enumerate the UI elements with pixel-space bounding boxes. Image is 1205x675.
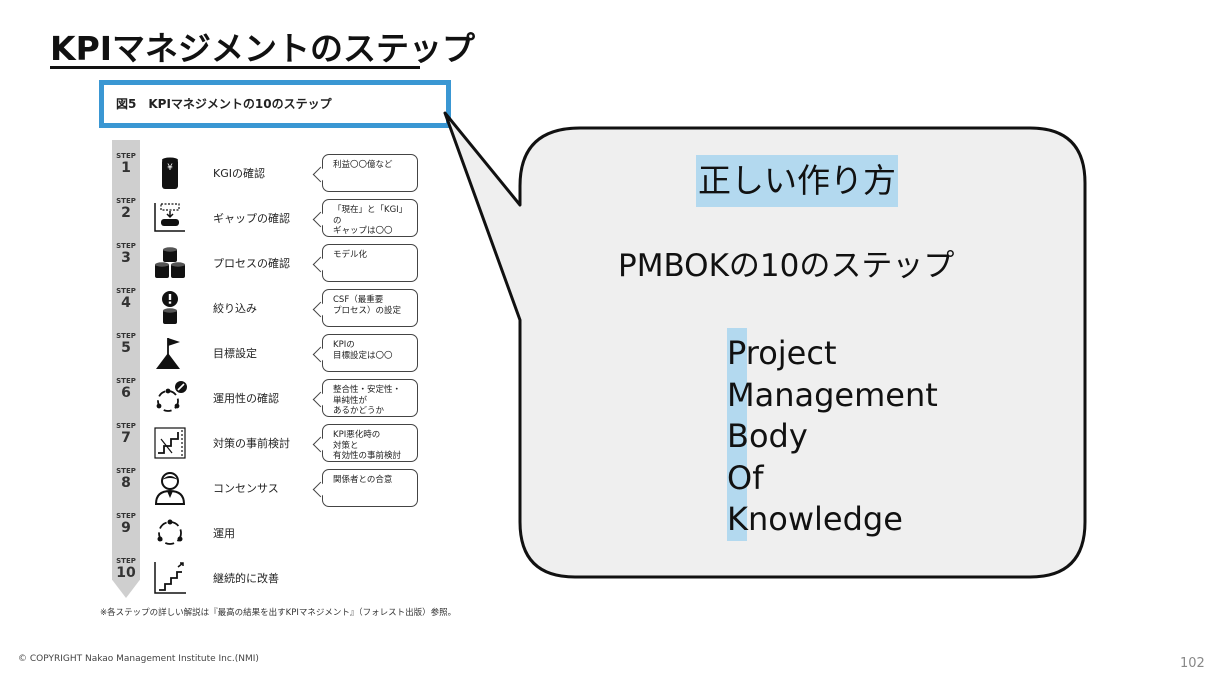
step-word: STEP [116,332,136,340]
step-row-4: STEP 4 絞り込み CSF（最重要 プロセス）の設定 [0,288,450,333]
step-number: 5 [121,340,131,356]
person-icon [154,472,186,505]
step-label: ギャップの確認 [213,212,290,225]
step-arrow [112,140,140,598]
acronym-list: Project Management Body Of Knowledge [727,333,938,541]
step-label: 運用性の確認 [213,392,279,405]
acronym-highlight [727,328,747,541]
step-row-5: STEP 5 目標設定 KPIの 目標設定は〇〇 [0,333,450,378]
page-number: 102 [1180,656,1205,671]
step-badge: STEP 7 [112,422,140,446]
acronym-word-of: Of [727,458,764,497]
step-word: STEP [116,152,136,160]
step-label: 継続的に改善 [213,572,279,585]
figure-footnote: ※各ステップの詳しい解説は『最高の結果を出すKPIマネジメント』（フォレスト出版… [100,608,457,618]
step-badge: STEP 2 [112,197,140,221]
step-note-text: CSF（最重要 プロセス）の設定 [333,295,402,316]
step-label: プロセスの確認 [213,257,290,270]
step-note: 「現在」と「KGI」の ギャップは〇〇 [322,199,418,237]
step-row-2: STEP 2 ギャップの確認 「現在」と「KGI」の ギャップは〇〇 [0,198,450,243]
acronym-word-body: Body [727,417,808,455]
step-badge: STEP 5 [112,332,140,356]
step-note: KPI悪化時の 対策と 有効性の事前検討 [322,424,418,462]
step-note-text: KPI悪化時の 対策と 有効性の事前検討 [333,430,402,462]
svg-text:¥: ¥ [167,163,173,173]
step-word: STEP [116,287,136,295]
step-badge: STEP 10 [112,557,140,581]
step-note-text: 利益〇〇億など [333,160,393,170]
step-note-text: KPIの 目標設定は〇〇 [333,340,393,361]
step-word: STEP [116,197,136,205]
rising-stairs-icon [154,562,186,594]
cycle-icon [157,519,183,545]
flag-icon [156,338,180,369]
step-note: モデル化 [322,244,418,282]
step-label: 運用 [213,527,235,540]
step-badge: STEP 6 [112,377,140,401]
step-label: 対策の事前検討 [213,437,290,450]
step-number: 8 [121,475,131,491]
step-badge: STEP 3 [112,242,140,266]
acronym-word-management: Management [727,375,938,414]
step-word: STEP [116,557,136,565]
step-row-9: STEP 9 運用 [0,513,450,558]
step-note: KPIの 目標設定は〇〇 [322,334,418,372]
figure-caption-box: 図5 KPIマネジメントの10のステップ [99,80,451,128]
slide-title: KPIマネジメントのステップ [50,29,476,68]
step-note-text: 関係者との合意 [333,475,393,485]
step-note-text: 「現在」と「KGI」の ギャップは〇〇 [333,205,408,237]
copyright: © COPYRIGHT Nakao Management Institute I… [18,654,259,664]
step-number: 6 [121,385,131,401]
step-row-1: STEP 1 ¥ KGIの確認 利益〇〇億など [0,153,450,198]
countermeasure-stairs-icon [154,427,186,459]
money-bag-icon: ¥ [162,157,178,189]
step-badge: STEP 4 [112,287,140,311]
acronym-word-knowledge: Knowledge [727,500,903,538]
alert-cylinder-icon [162,291,178,324]
step-badge: STEP 1 [112,152,140,176]
step-label: コンセンサス [213,482,279,495]
step-number: 9 [121,520,131,536]
step-badge: STEP 9 [112,512,140,536]
step-note-text: モデル化 [333,250,368,260]
step-note: 利益〇〇億など [322,154,418,192]
step-number: 2 [121,205,131,221]
figure-caption: 図5 KPIマネジメントの10のステップ [116,97,332,111]
step-badge: STEP 8 [112,467,140,491]
step-word: STEP [116,512,136,520]
step-word: STEP [116,467,136,475]
bubble-subheading: PMBOKの10のステップ [618,248,955,284]
step-label: KGIの確認 [213,167,265,180]
step-note: 整合性・安定性・ 単純性が あるかどうか [322,379,418,417]
step-word: STEP [116,422,136,430]
step-label: 絞り込み [213,302,257,315]
step-word: STEP [116,242,136,250]
gap-chart-icon [154,203,185,232]
step-row-7: STEP 7 対策の事前検討 KPI悪化時の 対策と 有効性の事前検討 [0,423,450,468]
acronym-word-project: Project [727,334,837,372]
step-row-6: STEP 6 運用性の確認 整合性・安定性・ 単純性が あるかどうか [0,378,450,423]
step-number: 3 [121,250,131,266]
cycle-check-icon [156,381,187,412]
step-number: 10 [116,565,136,581]
step-number: 1 [121,160,131,176]
step-row-10: STEP 10 継続的に改善 [0,558,450,603]
step-note: 関係者との合意 [322,469,418,507]
process-cylinders-icon [155,247,185,278]
step-note: CSF（最重要 プロセス）の設定 [322,289,418,327]
step-row-3: STEP 3 プロセスの確認 モデル化 [0,243,450,288]
step-number: 4 [121,295,131,311]
step-label: 目標設定 [213,347,257,360]
bubble-heading: 正しい作り方 [696,155,898,207]
step-word: STEP [116,377,136,385]
speech-bubble-shape [443,111,1087,579]
title-underline [50,66,420,69]
step-note-text: 整合性・安定性・ 単純性が あるかどうか [333,385,402,417]
step-number: 7 [121,430,131,446]
step-row-8: STEP 8 コンセンサス 関係者との合意 [0,468,450,513]
